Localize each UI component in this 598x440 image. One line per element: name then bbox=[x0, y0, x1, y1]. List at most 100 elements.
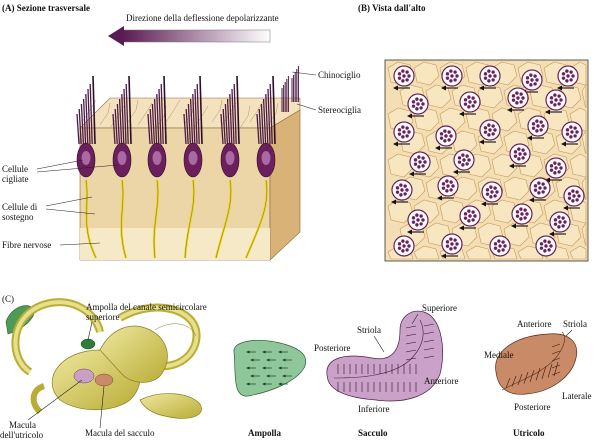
stereocilium-dot bbox=[400, 188, 404, 192]
ampulla-arrowhead bbox=[246, 366, 250, 370]
saccule-arrow-side bbox=[423, 331, 435, 335]
stereocilium-dot bbox=[549, 96, 554, 100]
stereocilium-dot bbox=[453, 246, 457, 250]
polarity-arrowhead bbox=[479, 85, 484, 91]
stereocilium-dot bbox=[405, 134, 409, 138]
saccule-arrow-side bbox=[423, 339, 435, 343]
nucleus bbox=[188, 151, 198, 165]
stereocilium-dot bbox=[419, 98, 423, 102]
stereocilium-dot bbox=[417, 165, 421, 169]
support-cell bbox=[413, 245, 440, 260]
stereocilium-dot bbox=[559, 98, 563, 102]
stereocilium-dot bbox=[539, 120, 543, 124]
support-cell bbox=[569, 245, 587, 260]
label-ampulla-canal-2: superiore bbox=[86, 312, 120, 322]
stereocilium-dot bbox=[529, 73, 533, 77]
stereocilium-dot bbox=[515, 214, 520, 218]
stereocilium-dot bbox=[549, 100, 554, 104]
nerve-fiber-outline bbox=[215, 179, 232, 259]
saccule-arrow-side bbox=[423, 355, 435, 359]
hair-bundle bbox=[509, 143, 531, 169]
saccule-inferior: Inferiore bbox=[358, 404, 389, 414]
kinocilium bbox=[236, 75, 240, 145]
stereocilium-dot bbox=[473, 100, 477, 104]
utricle-arrow bbox=[511, 375, 517, 387]
support-cell bbox=[451, 130, 478, 155]
ampulla-arrowhead bbox=[266, 374, 270, 378]
nucleus bbox=[117, 151, 127, 165]
stereocilium-dot bbox=[521, 156, 525, 160]
stereocilium-dot bbox=[529, 83, 533, 87]
stereocilium-dot bbox=[535, 119, 539, 123]
stereocilium-dot bbox=[485, 192, 490, 196]
stereocilium-dot bbox=[401, 239, 405, 243]
stereocilium-dot bbox=[465, 154, 469, 158]
surface-crack bbox=[267, 102, 279, 126]
stereocilium-dot bbox=[457, 160, 462, 164]
hair-bundle bbox=[545, 157, 567, 183]
stereocilium-dot bbox=[553, 103, 557, 107]
ampulla-arrowhead bbox=[262, 350, 266, 354]
stereocilium-dot bbox=[523, 208, 527, 212]
surface-crack bbox=[249, 99, 265, 123]
stereocilium-dot bbox=[439, 136, 444, 140]
stereocilium-dot bbox=[569, 135, 573, 139]
hair-bundle bbox=[393, 121, 415, 147]
stereocilium-dot bbox=[423, 160, 427, 164]
stereocilium-dot bbox=[444, 134, 448, 138]
stereocilium-dot bbox=[405, 70, 409, 74]
stereocilium-dot bbox=[449, 69, 453, 73]
polarity-arrowhead bbox=[511, 223, 516, 229]
stereocilium-dot bbox=[419, 222, 423, 226]
stereocilium-dot bbox=[561, 224, 565, 228]
surface-crack bbox=[239, 105, 251, 129]
stereocilium bbox=[258, 108, 262, 145]
stereocilium-dot bbox=[557, 102, 561, 106]
support-cell bbox=[581, 84, 587, 109]
stereocilium-dot bbox=[549, 164, 554, 168]
stereocilium-dot bbox=[535, 78, 539, 82]
stereocilium-dot bbox=[397, 128, 402, 132]
stereocilium-dot bbox=[450, 242, 454, 246]
panel-c-leader-lines bbox=[27, 321, 105, 429]
polarity-arrowhead bbox=[459, 225, 464, 231]
stereocilium-dot bbox=[501, 248, 505, 252]
nerve-fiber-outline bbox=[245, 179, 268, 259]
panel-a-heading: (A) Sezione trasversale bbox=[2, 3, 90, 13]
stereocilium-dot bbox=[493, 128, 497, 132]
hair-bundle bbox=[391, 179, 413, 205]
stereocilium-dot bbox=[544, 244, 548, 248]
saccule-arrow-side bbox=[405, 341, 417, 345]
saccule-diagram: Superiore Striola Posteriore Anteriore I… bbox=[314, 303, 458, 438]
stereocilium-dot bbox=[401, 69, 405, 73]
stereocilium-dot bbox=[487, 69, 491, 73]
stereocilium-dot bbox=[473, 214, 477, 218]
support-cell bbox=[413, 61, 440, 86]
polarity-arrowhead bbox=[393, 85, 398, 91]
hair-bundle bbox=[557, 65, 579, 91]
stereocilium-dot bbox=[518, 152, 522, 156]
stereocilium-dot bbox=[399, 193, 403, 197]
stereocilium bbox=[222, 108, 226, 145]
stereocilium-dot bbox=[519, 92, 523, 96]
stereocilium-dot bbox=[421, 102, 425, 106]
stereocilium-dot bbox=[449, 79, 453, 83]
stereocilium-dot bbox=[445, 240, 450, 244]
utricle-posterior: Posteriore bbox=[514, 402, 551, 412]
ampulla-arrowhead bbox=[250, 374, 254, 378]
saccule-striola: Striola bbox=[357, 325, 381, 335]
stereocilium-dot bbox=[445, 76, 450, 80]
stereocilium-dot bbox=[557, 170, 561, 174]
stereocilium-dot bbox=[553, 222, 558, 226]
stereocilium-dot bbox=[489, 185, 493, 189]
stereocilium bbox=[116, 103, 121, 145]
hair-bundle bbox=[459, 205, 481, 231]
stereocilium bbox=[149, 108, 153, 145]
stereocilium-dot bbox=[517, 147, 521, 151]
depolarizing-direction-arrow bbox=[108, 26, 271, 46]
stereocilium bbox=[229, 93, 233, 145]
stereocilium-dot bbox=[491, 78, 495, 82]
hair-bundle bbox=[489, 235, 511, 257]
stereocilium bbox=[224, 103, 229, 145]
stereocilium-dot bbox=[537, 191, 541, 195]
